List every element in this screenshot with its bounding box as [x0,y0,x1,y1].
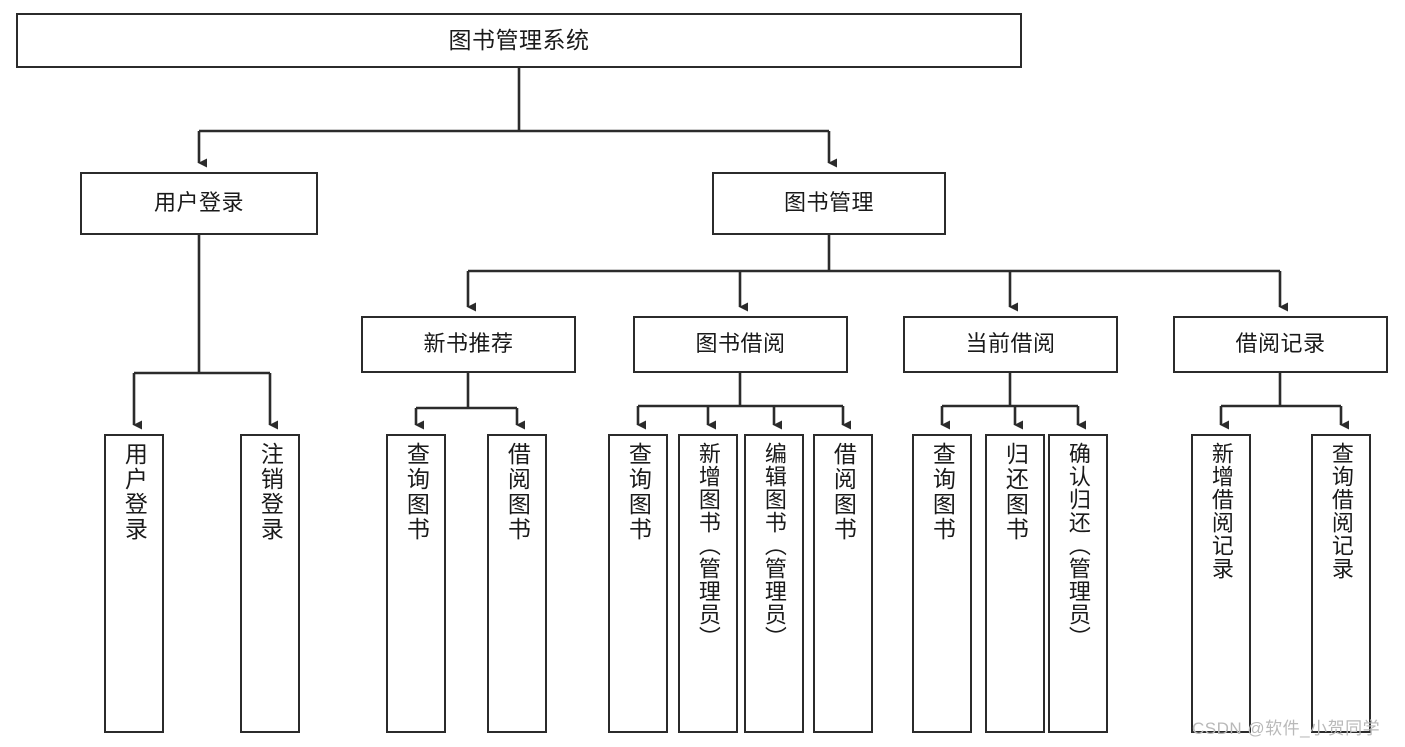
node-leaf-add-record[interactable]: 新增借阅记录 [1191,434,1251,733]
node-label: 查询借阅记录 [1328,442,1354,580]
node-book-management[interactable]: 图书管理 [712,172,946,235]
node-leaf-borrow-book-2[interactable]: 借阅图书 [813,434,873,733]
node-leaf-query-book-2[interactable]: 查询图书 [608,434,668,733]
node-label: 当前借阅 [965,331,1056,357]
node-label: 归还图书 [1002,442,1029,542]
edges-borrowrecord-to-leaves [1219,373,1349,430]
node-leaf-borrow-book-1[interactable]: 借阅图书 [487,434,547,733]
edges-bookborrow-to-leaves [636,373,851,430]
node-leaf-query-book-1[interactable]: 查询图书 [386,434,446,733]
node-label: 借阅图书 [504,442,531,542]
node-leaf-return-book[interactable]: 归还图书 [985,434,1045,733]
node-book-borrow[interactable]: 图书借阅 [633,316,848,373]
node-current-borrow[interactable]: 当前借阅 [903,316,1118,373]
node-label: 用户登录 [121,442,148,542]
node-user-login[interactable]: 用户登录 [80,172,318,235]
edges-userlogin-to-leaves [132,235,278,430]
node-leaf-confirm-return[interactable]: 确认归还（管理员） [1048,434,1108,733]
node-label: 查询图书 [403,442,430,542]
node-label: 查询图书 [929,442,956,542]
node-label: 编辑图书（管理员） [761,442,787,649]
node-label: 借阅图书 [830,442,857,542]
node-root-book-management-system[interactable]: 图书管理系统 [16,13,1022,68]
node-borrow-record[interactable]: 借阅记录 [1173,316,1388,373]
edges-currentborrow-to-leaves [940,373,1086,430]
node-leaf-query-record[interactable]: 查询借阅记录 [1311,434,1371,733]
edges-bookmgmt-to-level3 [466,235,1288,312]
edges-newbook-to-leaves [414,373,525,430]
node-label: 新增图书（管理员） [695,442,721,649]
node-leaf-query-book-3[interactable]: 查询图书 [912,434,972,733]
node-leaf-logout[interactable]: 注销登录 [240,434,300,733]
node-label: 确认归还（管理员） [1065,442,1091,649]
node-new-book-recommend[interactable]: 新书推荐 [361,316,576,373]
node-label: 新书推荐 [423,331,514,357]
edges-root-to-level2 [197,68,837,168]
node-label: 图书管理 [783,190,874,216]
node-label: 新增借阅记录 [1208,442,1234,580]
node-leaf-add-book[interactable]: 新增图书（管理员） [678,434,738,733]
node-leaf-edit-book[interactable]: 编辑图书（管理员） [744,434,804,733]
node-label: 借阅记录 [1235,331,1326,357]
node-label: 图书管理系统 [448,26,590,53]
node-label: 注销登录 [257,442,284,542]
node-label: 查询图书 [625,442,652,542]
node-label: 用户登录 [153,190,244,216]
node-leaf-user-login[interactable]: 用户登录 [104,434,164,733]
node-label: 图书借阅 [695,331,786,357]
